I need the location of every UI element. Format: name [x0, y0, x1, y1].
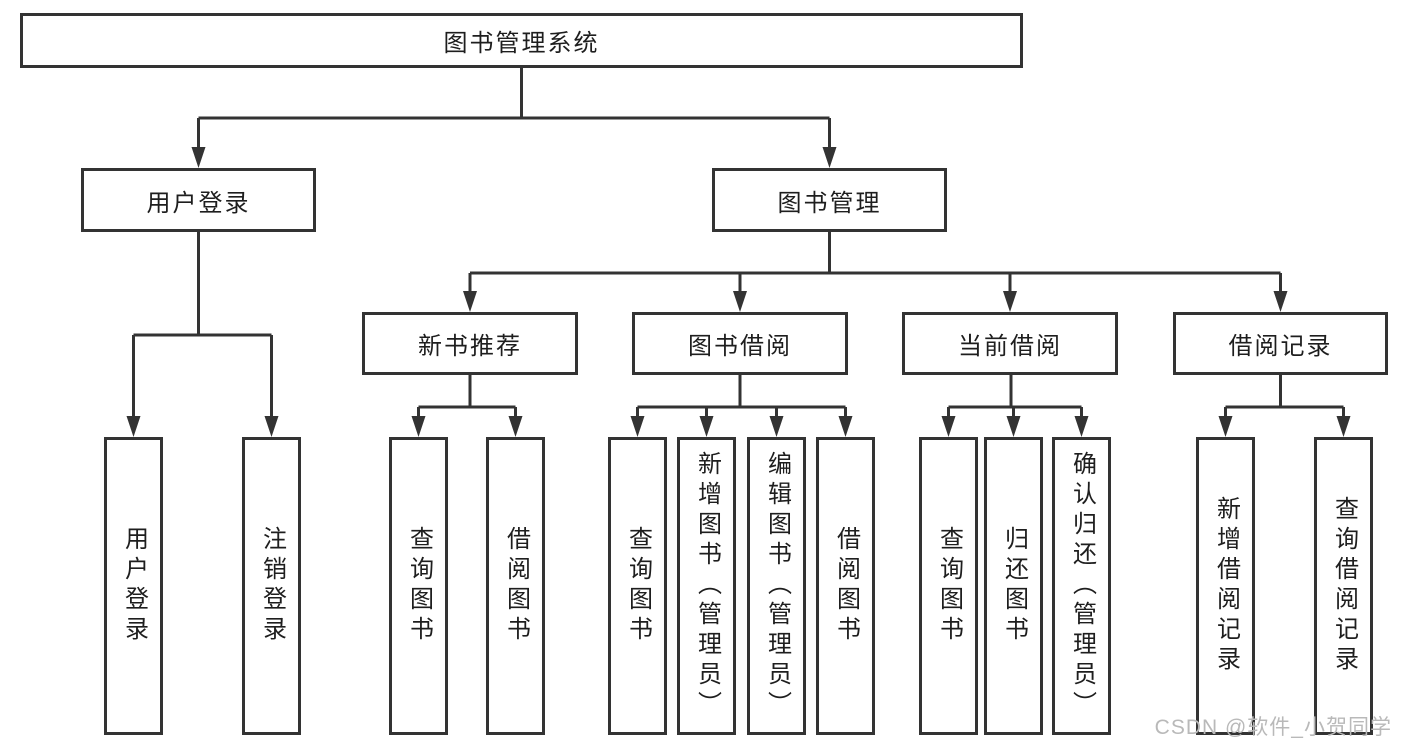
leaf-label: 借阅图书: [502, 526, 530, 646]
node-label: 图书借阅: [688, 333, 792, 360]
node-library-management-system: 图书管理系统: [20, 13, 1023, 68]
leaf-return-books: 归还图书: [984, 437, 1043, 735]
leaf-label: 查询图书: [624, 526, 652, 646]
leaf-label: 编辑图书（管理员）: [763, 451, 791, 721]
node-label: 图书管理系统: [443, 30, 600, 57]
node-book-borrowing: 图书借阅: [632, 312, 848, 375]
leaf-label: 用户登录: [120, 526, 148, 646]
node-current-borrowing: 当前借阅: [902, 312, 1118, 375]
leaf-confirm-return-admin: 确认归还（管理员）: [1052, 437, 1111, 735]
node-label: 新书推荐: [418, 333, 522, 360]
leaf-logout: 注销登录: [242, 437, 301, 735]
watermark: CSDN @软件_小贺同学: [1154, 716, 1392, 739]
node-label: 当前借阅: [958, 333, 1062, 360]
leaf-label: 新增图书（管理员）: [693, 451, 721, 721]
leaf-label: 查询图书: [405, 526, 433, 646]
node-label: 图书管理: [777, 189, 882, 217]
leaf-user-login: 用户登录: [104, 437, 163, 735]
node-label: 用户登录: [146, 189, 251, 217]
leaf-query-books-borrowing: 查询图书: [608, 437, 667, 735]
leaf-label: 归还图书: [1000, 526, 1028, 646]
leaf-borrow-books-borrowing: 借阅图书: [816, 437, 875, 735]
leaf-query-books-current: 查询图书: [919, 437, 978, 735]
leaf-label: 确认归还（管理员）: [1068, 451, 1096, 721]
leaf-label: 新增借阅记录: [1212, 496, 1240, 676]
leaf-edit-books-admin: 编辑图书（管理员）: [747, 437, 806, 735]
node-user-login: 用户登录: [81, 168, 316, 232]
node-book-management: 图书管理: [712, 168, 947, 232]
node-new-book-recommendation: 新书推荐: [362, 312, 578, 375]
leaf-label: 查询图书: [935, 526, 963, 646]
leaf-query-books-recommend: 查询图书: [389, 437, 448, 735]
leaf-label: 注销登录: [258, 526, 286, 646]
node-label: 借阅记录: [1228, 333, 1333, 360]
leaf-label: 查询借阅记录: [1330, 496, 1358, 676]
leaf-query-borrow-record: 查询借阅记录: [1314, 437, 1373, 735]
leaf-add-books-admin: 新增图书（管理员）: [677, 437, 736, 735]
arrowheads: [126, 147, 1351, 437]
leaf-borrow-books-recommend: 借阅图书: [486, 437, 545, 735]
leaf-add-borrow-record: 新增借阅记录: [1196, 437, 1255, 735]
node-borrowing-records: 借阅记录: [1173, 312, 1388, 375]
leaf-label: 借阅图书: [832, 526, 860, 646]
